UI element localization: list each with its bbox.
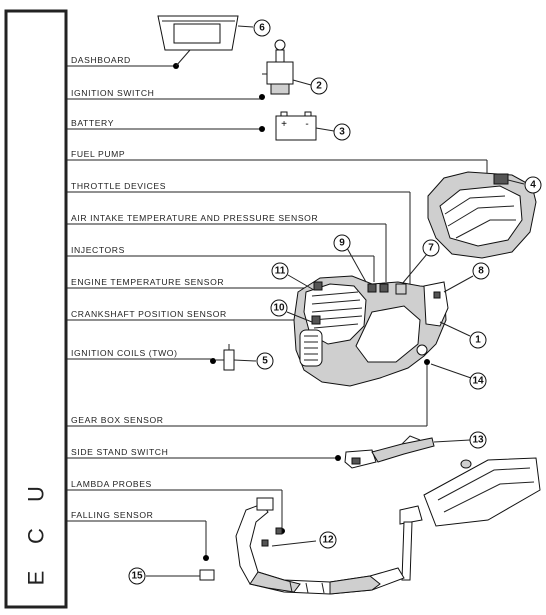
gear-box-row: GEAR BOX SENSOR 14 xyxy=(66,359,487,427)
dashboard-row: DASHBOARD 6 xyxy=(66,15,271,69)
ignition-switch-label: IGNITION SWITCH xyxy=(71,88,154,98)
callout-10 xyxy=(270,299,288,317)
battery-negative: - xyxy=(305,119,308,130)
gear-box-label: GEAR BOX SENSOR xyxy=(71,415,164,425)
callout-12-number: 12 xyxy=(322,535,334,546)
callout-9 xyxy=(333,234,351,252)
fuel-pump-row: FUEL PUMP 4 xyxy=(66,149,542,259)
ignition-coils-label: IGNITION COILS (TWO) xyxy=(71,348,178,358)
ecu-box xyxy=(4,9,68,609)
fuel-tank-icon xyxy=(427,171,537,259)
ignition-coils-row: IGNITION COILS (TWO) 5 xyxy=(66,344,274,371)
falling-sensor-row: FALLING SENSOR 15 xyxy=(66,510,215,585)
callout-12 xyxy=(319,531,337,549)
callout-4-number: 4 xyxy=(530,180,536,191)
callout-8 xyxy=(472,262,490,280)
ignition-switch-row: IGNITION SWITCH 2 xyxy=(66,39,328,100)
callout-3-number: 3 xyxy=(339,127,345,138)
callout-14-number: 14 xyxy=(472,376,484,387)
side-stand-row: SIDE STAND SWITCH 13 xyxy=(66,431,487,469)
callout-7 xyxy=(422,239,440,257)
throttle-devices-row: THROTTLE DEVICES xyxy=(66,181,411,291)
crankshaft-label: CRANKSHAFT POSITION SENSOR xyxy=(71,309,227,319)
callout-9-number: 9 xyxy=(339,238,345,249)
callout-5-number: 5 xyxy=(262,356,268,367)
callout-1 xyxy=(469,331,487,349)
callout-14 xyxy=(469,372,487,390)
engine-temp-label: ENGINE TEMPERATURE SENSOR xyxy=(71,277,224,287)
callout-3 xyxy=(333,123,351,141)
callout-7-number: 7 xyxy=(428,243,434,254)
battery-icon: + - xyxy=(275,111,317,141)
dashboard-icon xyxy=(157,15,239,51)
side-stand-icon xyxy=(344,435,435,469)
ecu-letter-u: U xyxy=(24,486,49,502)
callout-2-number: 2 xyxy=(316,81,322,92)
callout-10-number: 10 xyxy=(273,303,285,314)
lambda-probes-label: LAMBDA PROBES xyxy=(71,479,152,489)
battery-label: BATTERY xyxy=(71,118,114,128)
callout-15 xyxy=(128,567,146,585)
throttle-devices-label: THROTTLE DEVICES xyxy=(71,181,166,191)
injectors-row: INJECTORS xyxy=(66,245,375,282)
callout-15-number: 15 xyxy=(131,571,143,582)
ecu-letter-e: E xyxy=(24,571,49,586)
fuel-pump-label: FUEL PUMP xyxy=(71,149,125,159)
callout-5 xyxy=(256,352,274,370)
falling-sensor-icon xyxy=(199,569,215,581)
battery-row: BATTERY + - 3 xyxy=(66,111,351,141)
callout-1-number: 1 xyxy=(475,335,481,346)
exhaust-icon xyxy=(235,457,541,595)
injectors-label: INJECTORS xyxy=(71,245,125,255)
callout-13-number: 13 xyxy=(472,435,484,446)
callout-4 xyxy=(524,176,542,194)
ignition-coil-icon xyxy=(216,344,235,371)
crankshaft-row: CRANKSHAFT POSITION SENSOR xyxy=(66,309,316,321)
falling-sensor-label: FALLING SENSOR xyxy=(71,510,153,520)
callout-13 xyxy=(469,431,487,449)
side-stand-label: SIDE STAND SWITCH xyxy=(71,447,168,457)
dashboard-label: DASHBOARD xyxy=(71,55,131,65)
callout-6-number: 6 xyxy=(259,23,265,34)
engine-temp-row: ENGINE TEMPERATURE SENSOR xyxy=(66,277,314,289)
air-intake-row: AIR INTAKE TEMPERATURE AND PRESSURE SENS… xyxy=(66,213,387,282)
callout-2 xyxy=(310,77,328,95)
ignition-switch-icon xyxy=(262,39,294,95)
callout-11 xyxy=(271,262,289,280)
engine-icon xyxy=(293,275,449,387)
battery-positive: + xyxy=(281,119,287,130)
callout-11-number: 11 xyxy=(275,266,286,277)
callout-8-number: 8 xyxy=(478,266,484,277)
air-intake-label: AIR INTAKE TEMPERATURE AND PRESSURE SENS… xyxy=(71,213,318,223)
ecu-letter-c: C xyxy=(24,528,49,544)
callout-6 xyxy=(253,19,271,37)
